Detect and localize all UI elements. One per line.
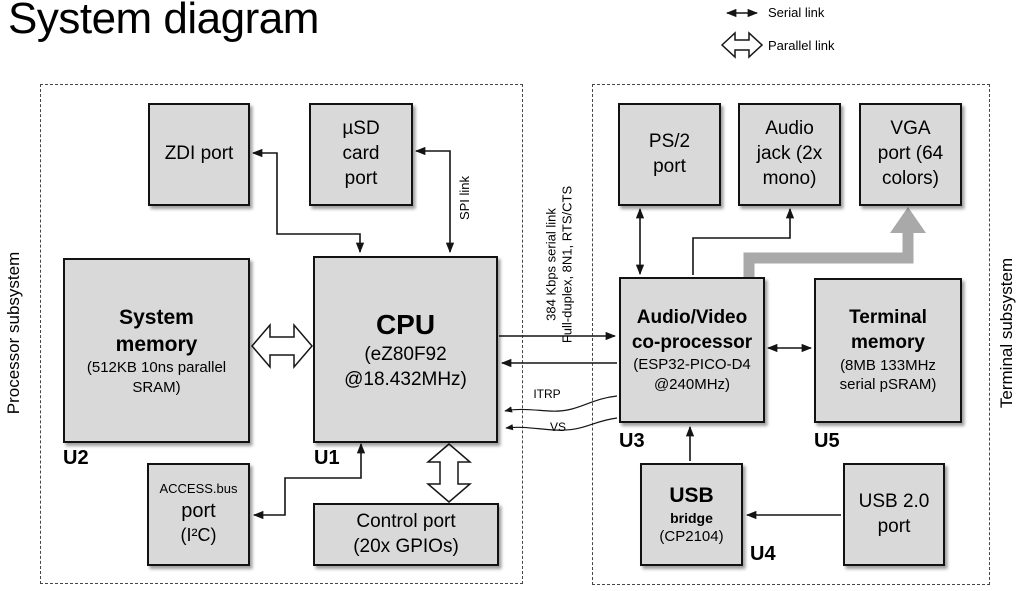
legend-parallel-arrow-icon xyxy=(720,31,764,59)
legend-parallel-label: Parallel link xyxy=(768,38,835,53)
cpu-title: CPU xyxy=(375,308,436,340)
vga-port-label: VGA port (64 colors) xyxy=(877,118,944,189)
usb-bridge-line1: USB xyxy=(669,484,714,507)
ps2-port-block: PS/2 port xyxy=(618,103,721,206)
itrp-label: ITRP xyxy=(533,387,561,401)
spi-link-label: SPI link xyxy=(457,175,472,221)
vs-label: VS xyxy=(549,420,566,434)
accessbus-line3: (I²C) xyxy=(180,525,217,546)
terminal-subsystem-frame xyxy=(592,84,990,585)
audio-jack-label: Audio jack (2x mono) xyxy=(756,118,823,189)
control-port-label: Control port (20x GPIOs) xyxy=(353,510,459,557)
usb-bridge-line3: (CP2104) xyxy=(659,528,724,546)
terminal-memory-block: Terminal memory (8MB 133MHz serial pSRAM… xyxy=(814,278,962,423)
page-title: System diagram xyxy=(8,0,319,43)
terminal-memory-subtitle: (8MB 133MHz serial pSRAM) xyxy=(839,356,937,394)
audio-jack-block: Audio jack (2x mono) xyxy=(738,103,841,206)
cpu-subtitle: (eZ80F92 @18.432MHz) xyxy=(344,344,467,390)
terminal-memory-title: Terminal memory xyxy=(849,307,927,353)
system-memory-subtitle: (512KB 10ns parallel SRAM) xyxy=(86,359,227,396)
zdi-port-label: ZDI port xyxy=(164,143,234,165)
control-port-block: Control port (20x GPIOs) xyxy=(313,503,499,566)
ref-u5: U5 xyxy=(814,430,840,452)
ref-u4: U4 xyxy=(750,543,776,565)
ps2-port-label: PS/2 port xyxy=(648,130,691,177)
av-coprocessor-title: Audio/Video co-processor xyxy=(631,306,753,353)
legend-serial-label: Serial link xyxy=(768,5,825,20)
usb2-port-label: USB 2.0 port xyxy=(858,490,930,537)
av-coprocessor-subtitle: (ESP32-PICO-D4 @240MHz) xyxy=(633,356,751,393)
ref-u2: U2 xyxy=(63,447,89,469)
accessbus-line2: port xyxy=(181,500,216,523)
cpu-block: CPU (eZ80F92 @18.432MHz) xyxy=(313,256,498,443)
accessbus-port-block: ACCESS.bus port (I²C) xyxy=(147,463,250,566)
ref-u1: U1 xyxy=(314,447,340,469)
vga-port-block: VGA port (64 colors) xyxy=(859,103,962,206)
serial-384-label: 384 Kbps serial link Full-duplex, 8N1, R… xyxy=(543,185,575,344)
usb-bridge-block: USB bridge (CP2104) xyxy=(640,463,743,566)
usb2-port-block: USB 2.0 port xyxy=(843,463,945,566)
system-memory-block: System memory (512KB 10ns parallel SRAM) xyxy=(63,258,250,443)
usd-card-port-label: µSD card port xyxy=(342,118,380,189)
usb-bridge-line2: bridge xyxy=(670,510,713,527)
usd-card-port-block: µSD card port xyxy=(309,103,413,206)
ref-u3: U3 xyxy=(619,430,645,452)
av-coprocessor-block: Audio/Video co-processor (ESP32-PICO-D4 … xyxy=(619,277,765,423)
processor-subsystem-frame xyxy=(40,84,523,584)
accessbus-line1: ACCESS.bus xyxy=(159,481,238,497)
zdi-port-block: ZDI port xyxy=(148,103,250,206)
system-memory-title: System memory xyxy=(115,305,198,356)
processor-subsystem-label: Processor subsystem xyxy=(4,251,23,415)
terminal-subsystem-label: Terminal subsystem xyxy=(997,257,1016,409)
